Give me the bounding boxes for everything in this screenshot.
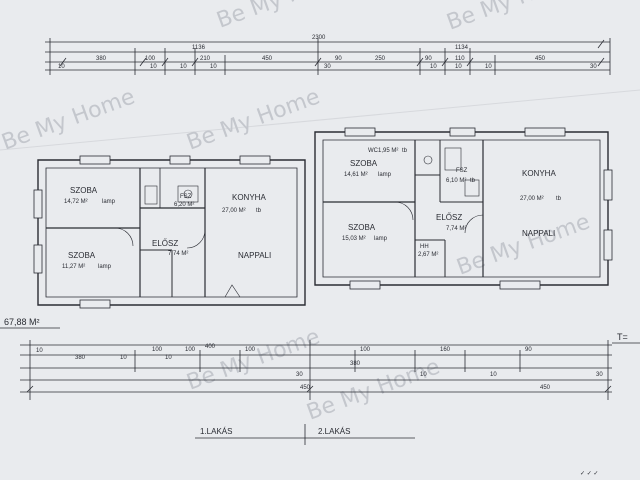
bottom-dim-label: 100 bbox=[360, 347, 371, 353]
room-label: WC bbox=[368, 148, 379, 154]
room-area: 1,95 M² bbox=[378, 148, 398, 154]
bottom-dim-small: 30 bbox=[596, 372, 603, 378]
room-area: 15,03 M² bbox=[342, 236, 366, 242]
bottom-dim-small: 10 bbox=[490, 372, 497, 378]
room-area: 14,61 M² bbox=[344, 172, 368, 178]
top-dim-small: 10 bbox=[58, 64, 65, 70]
apartment-1-walls bbox=[33, 155, 306, 309]
bottom-dim-small: 10 bbox=[120, 355, 127, 361]
top-upper-dim: 1134 bbox=[455, 45, 469, 51]
room-area: 27,00 M² bbox=[222, 208, 246, 214]
bottom-dim-small: 10 bbox=[36, 348, 43, 354]
bottom-dim-small: 30 bbox=[296, 372, 303, 378]
bottom-dim-small: 10 bbox=[420, 372, 427, 378]
bottom-overall-dim: 450 bbox=[540, 385, 551, 391]
bottom-dim-label: 90 bbox=[525, 347, 532, 353]
room-label: SZOBA bbox=[348, 223, 376, 232]
bottom-dim-label: 100 bbox=[152, 347, 163, 353]
room-label: FSZ bbox=[180, 194, 192, 200]
bottom-overall-dim: 450 bbox=[300, 385, 311, 391]
bottom-dim-label: 100 bbox=[245, 347, 256, 353]
room-floor: lamp bbox=[102, 199, 116, 205]
bottom-dim-label: 160 bbox=[440, 347, 451, 353]
bottom-dim-label: 400 bbox=[205, 344, 216, 350]
room-floor: lamp bbox=[378, 172, 392, 178]
top-dim-label: 90 bbox=[425, 56, 432, 62]
top-dim-label: 210 bbox=[200, 56, 211, 62]
bottom-dim-label: 380 bbox=[350, 361, 361, 367]
room-label: SZOBA bbox=[68, 251, 96, 260]
top-dimension-chain bbox=[45, 38, 611, 75]
room-area: 27,00 M² bbox=[520, 196, 544, 202]
room-area: 6,20 M² bbox=[174, 202, 194, 208]
top-dim-small: 30 bbox=[324, 64, 331, 70]
top-dim-label: 110 bbox=[455, 56, 465, 62]
room-area: 7,74 M² bbox=[168, 251, 188, 257]
apartment-2-walls bbox=[314, 127, 613, 290]
room-label: ELŐSZ bbox=[152, 239, 178, 248]
top-dim-label: 90 bbox=[335, 56, 342, 62]
room-floor: lamp bbox=[374, 236, 388, 242]
t-marker: T= bbox=[617, 332, 628, 342]
top-upper-dim: 1136 bbox=[192, 45, 206, 51]
top-dim-label: 380 bbox=[96, 56, 107, 62]
room-area: 14,72 M² bbox=[64, 199, 88, 205]
top-dim-label: 100 bbox=[145, 56, 156, 62]
room-floor: tb bbox=[402, 148, 408, 154]
room-floor: lamp bbox=[98, 264, 112, 270]
room-floor: tb bbox=[470, 178, 476, 184]
unit-label-box bbox=[195, 424, 415, 445]
top-dim-small: 10 bbox=[455, 64, 462, 70]
room-area: 11,27 M² bbox=[62, 264, 85, 270]
top-dim-small: 10 bbox=[180, 64, 187, 70]
top-dim-small: 10 bbox=[430, 64, 437, 70]
room-label: HH bbox=[420, 244, 429, 250]
top-dim-small: 10 bbox=[485, 64, 492, 70]
bottom-dim-label: 100 bbox=[185, 347, 196, 353]
room-label: FSZ bbox=[456, 168, 468, 174]
room-label: SZOBA bbox=[350, 159, 378, 168]
total-area-label: 67,88 M² bbox=[4, 317, 40, 327]
top-dim-label: 450 bbox=[262, 56, 273, 62]
room-label: KONYHA bbox=[232, 193, 266, 202]
room-floor: tb bbox=[256, 208, 262, 214]
bottom-dim-label: 380 bbox=[75, 355, 86, 361]
unit-label: 2.LAKÁS bbox=[318, 427, 350, 436]
bottom-dim-small: 10 bbox=[165, 355, 172, 361]
top-dim-small: 10 bbox=[150, 64, 157, 70]
room-area: 2,67 M² bbox=[418, 252, 438, 258]
page-marks: ✓ ✓ ✓ bbox=[580, 471, 598, 477]
room-area: 6,10 M² bbox=[446, 178, 466, 184]
top-dim-label: 250 bbox=[375, 56, 386, 62]
room-label: NAPPALI bbox=[238, 251, 271, 260]
room-label: NAPPALI bbox=[522, 229, 555, 238]
top-dim-label: 450 bbox=[535, 56, 546, 62]
room-label: SZOBA bbox=[70, 186, 98, 195]
top-overall-dim: 2300 bbox=[312, 35, 326, 41]
room-label: ELŐSZ bbox=[436, 213, 462, 222]
top-dim-small: 30 bbox=[590, 64, 597, 70]
bottom-dimension-chain bbox=[20, 340, 612, 400]
room-floor: tb bbox=[556, 196, 562, 202]
room-label: KONYHA bbox=[522, 169, 556, 178]
room-area: 7,74 M² bbox=[446, 226, 466, 232]
top-dim-small: 10 bbox=[210, 64, 217, 70]
unit-label: 1.LAKÁS bbox=[200, 427, 232, 436]
